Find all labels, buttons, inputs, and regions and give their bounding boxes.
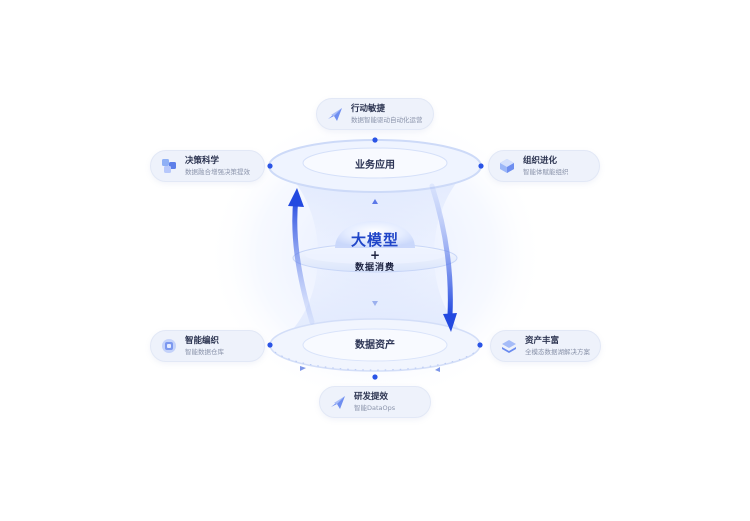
card-decision: 决策科学 数据融合增强决策提效 (150, 150, 265, 182)
down-triangle (372, 301, 378, 306)
ring-node (478, 163, 484, 169)
card-subtitle: 数据智能驱动自动化运营 (351, 115, 423, 124)
dome (335, 221, 415, 248)
left-flow-arrow (288, 188, 315, 325)
top-ring (267, 137, 484, 193)
core-label: 大模型 + 数据消费 (335, 229, 415, 273)
ring-node (267, 342, 273, 348)
up-triangle (372, 199, 378, 204)
cube-stack-icon (159, 336, 179, 356)
crystal-cube-icon (497, 156, 517, 176)
card-title: 资产丰富 (525, 335, 560, 346)
card-title: 组织进化 (523, 155, 558, 166)
orbit-arrow (300, 366, 306, 371)
card-subtitle: 智能DataOps (354, 403, 396, 412)
layers-icon (499, 336, 519, 356)
card-assets: 资产丰富 全模态数据湖解决方案 (490, 330, 601, 362)
core-subtitle: 数据消费 (354, 263, 395, 273)
paper-plane-icon (328, 392, 348, 412)
core-plus: + (369, 248, 381, 262)
card-dev: 研发提效 智能DataOps (319, 386, 431, 418)
top-ring-label: 业务应用 (355, 160, 395, 171)
card-title: 决策科学 (185, 155, 220, 166)
ring-node (267, 163, 273, 169)
card-title: 行动敏捷 (351, 103, 386, 114)
ring-node (372, 374, 378, 380)
orbit-arrow (435, 367, 440, 372)
right-flow-arrow (429, 183, 457, 332)
card-catalog: 智能编织 智能数据仓库 (150, 330, 265, 362)
card-subtitle: 智能体赋能组织 (523, 167, 569, 176)
bottom-ring-label: 数据资产 (355, 340, 395, 351)
card-subtitle: 智能数据仓库 (185, 347, 224, 356)
card-org: 组织进化 智能体赋能组织 (488, 150, 600, 182)
ring-node (477, 342, 483, 348)
card-agile: 行动敏捷 数据智能驱动自动化运营 (316, 98, 434, 130)
paper-plane-icon (325, 104, 345, 124)
core-title: 大模型 (350, 231, 399, 249)
bottom-ring (267, 318, 483, 380)
card-subtitle: 全模态数据湖解决方案 (525, 347, 590, 356)
cube-cluster-icon (159, 156, 179, 176)
card-title: 研发提效 (354, 391, 389, 402)
connector-dot (373, 138, 377, 142)
card-subtitle: 数据融合增强决策提效 (185, 167, 250, 176)
middle-disc (292, 243, 458, 273)
card-title: 智能编织 (185, 335, 220, 346)
